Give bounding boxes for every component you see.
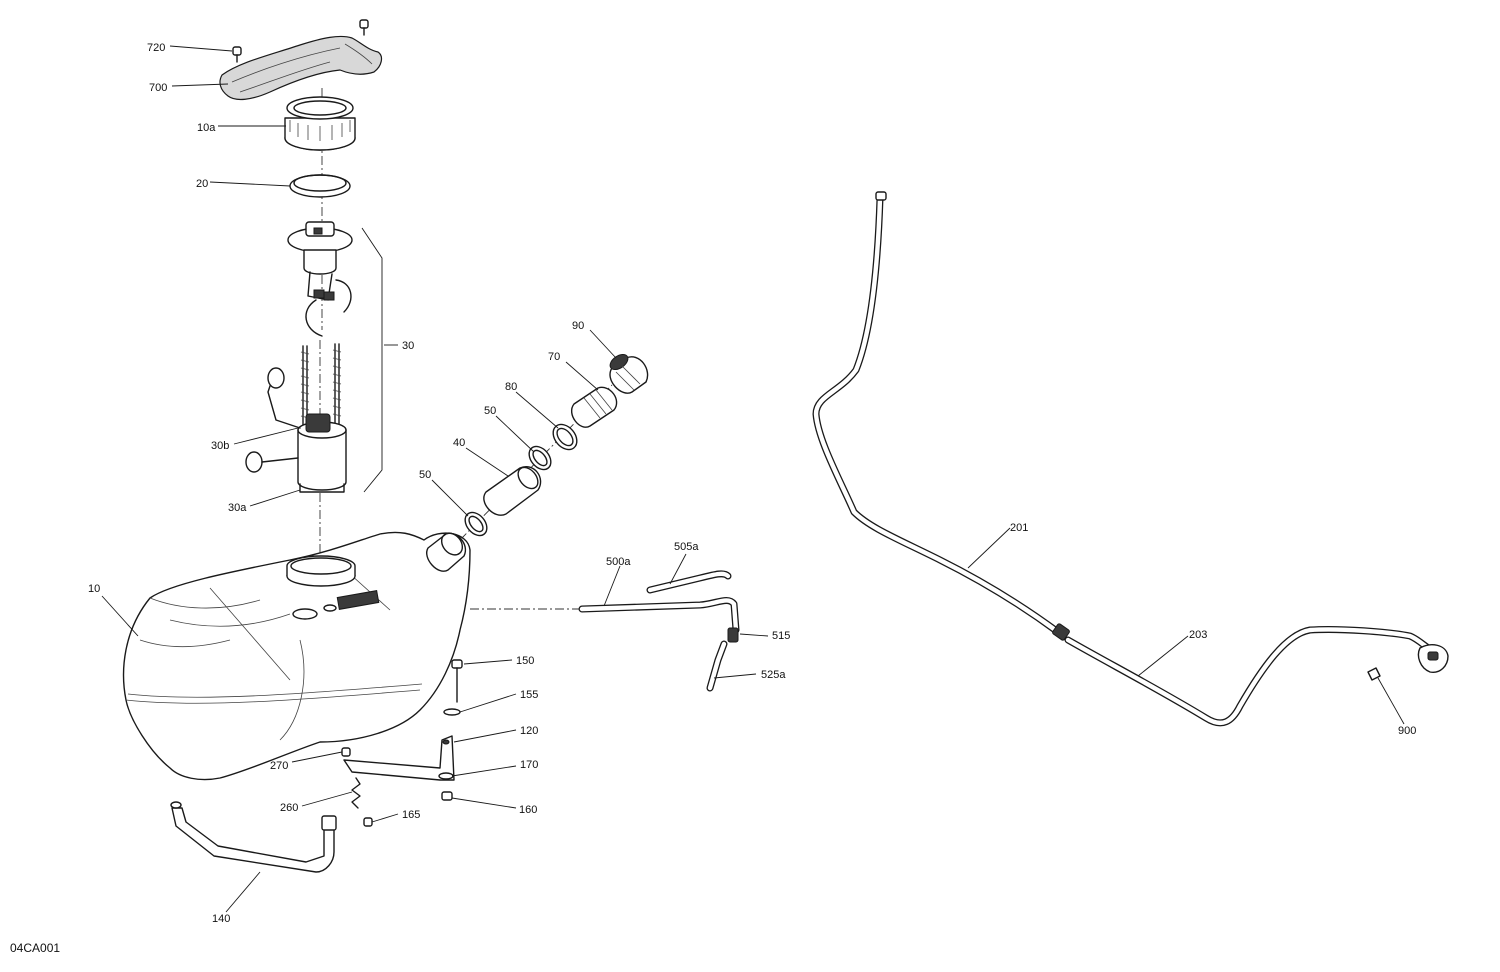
clip-165 [363,817,373,827]
vent-hose-525a [706,640,728,692]
callout-90: 90 [572,320,584,332]
fuel-tank [122,531,471,781]
callout-500a: 500a [606,556,631,568]
nut-270 [341,747,351,757]
module-range-bracket [361,227,383,493]
vent-hose-505a [646,570,732,594]
nut-160 [441,791,453,801]
locking-ring [284,96,356,151]
leader-lines [101,45,1405,913]
callout-20: 20 [196,178,208,190]
callout-80: 80 [505,381,517,393]
callout-50-upper: 50 [484,405,496,417]
callout-505a: 505a [674,541,699,553]
vent-hose-500a [578,597,740,634]
washer-155 [443,708,461,716]
callout-260: 260 [280,802,298,814]
fuel-pump-module [245,221,353,493]
callout-155: 155 [520,689,538,701]
callout-30a: 30a [228,502,247,514]
callout-165: 165 [402,809,420,821]
callout-720: 720 [147,42,165,54]
callout-70: 70 [548,351,560,363]
callout-203: 203 [1189,629,1207,641]
callout-40: 40 [453,437,465,449]
figure-code: 04CA001 [10,941,60,955]
tank-strap-140 [170,801,337,873]
clamp-50-upper [528,445,552,471]
spring-260 [351,777,361,809]
callout-labels: 720 700 10a 20 30 30b 30a 90 70 80 50 40… [88,42,1416,925]
callout-10a: 10a [197,122,216,134]
callout-515: 515 [772,630,790,642]
callout-170: 170 [520,759,538,771]
washer-170 [438,772,454,780]
callout-10: 10 [88,583,100,595]
callout-900: 900 [1398,725,1416,737]
check-valve-515 [727,627,739,643]
fuel-line-203 [1064,625,1449,727]
fuel-line-201 [812,191,1070,641]
heat-shield-bracket [219,35,383,101]
callout-140: 140 [212,913,230,925]
callout-525a: 525a [761,669,786,681]
callout-150: 150 [516,655,534,667]
filler-cap [609,353,649,394]
callout-201: 201 [1010,522,1028,534]
callout-270: 270 [270,760,288,772]
callout-50-lower: 50 [419,469,431,481]
callout-30: 30 [402,340,414,352]
strap-bracket-120 [343,735,455,781]
filler-hose-40 [483,466,542,516]
clip-900 [1367,667,1381,681]
callout-30b: 30b [211,440,229,452]
clamp-80 [552,423,578,451]
screw-720 [232,19,369,63]
callout-120: 120 [520,725,538,737]
clamp-50-lower [464,511,488,537]
bolt-150 [451,659,463,703]
assembly-axes [319,88,613,610]
callout-700: 700 [149,82,167,94]
gasket [289,174,351,198]
filler-neck-adapter [571,386,618,428]
callout-160: 160 [519,804,537,816]
